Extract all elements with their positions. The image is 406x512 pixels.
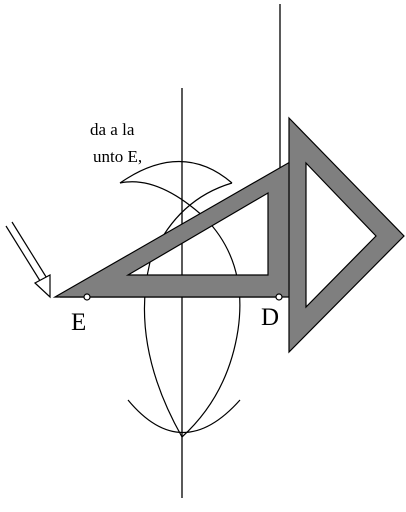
arc-bottom [127, 399, 241, 433]
point-e-label: E [71, 309, 87, 336]
arc-top [119, 160, 233, 184]
outline-arrow [5, 221, 51, 299]
caption-line-2: unto E, [93, 147, 143, 166]
point-e-marker [83, 293, 91, 301]
set-square-vertical [288, 116, 405, 354]
point-d-label: D [261, 304, 280, 331]
caption-line-1: da a la [90, 120, 135, 139]
point-d-marker [275, 293, 283, 301]
set-square-horizontal [52, 160, 291, 298]
